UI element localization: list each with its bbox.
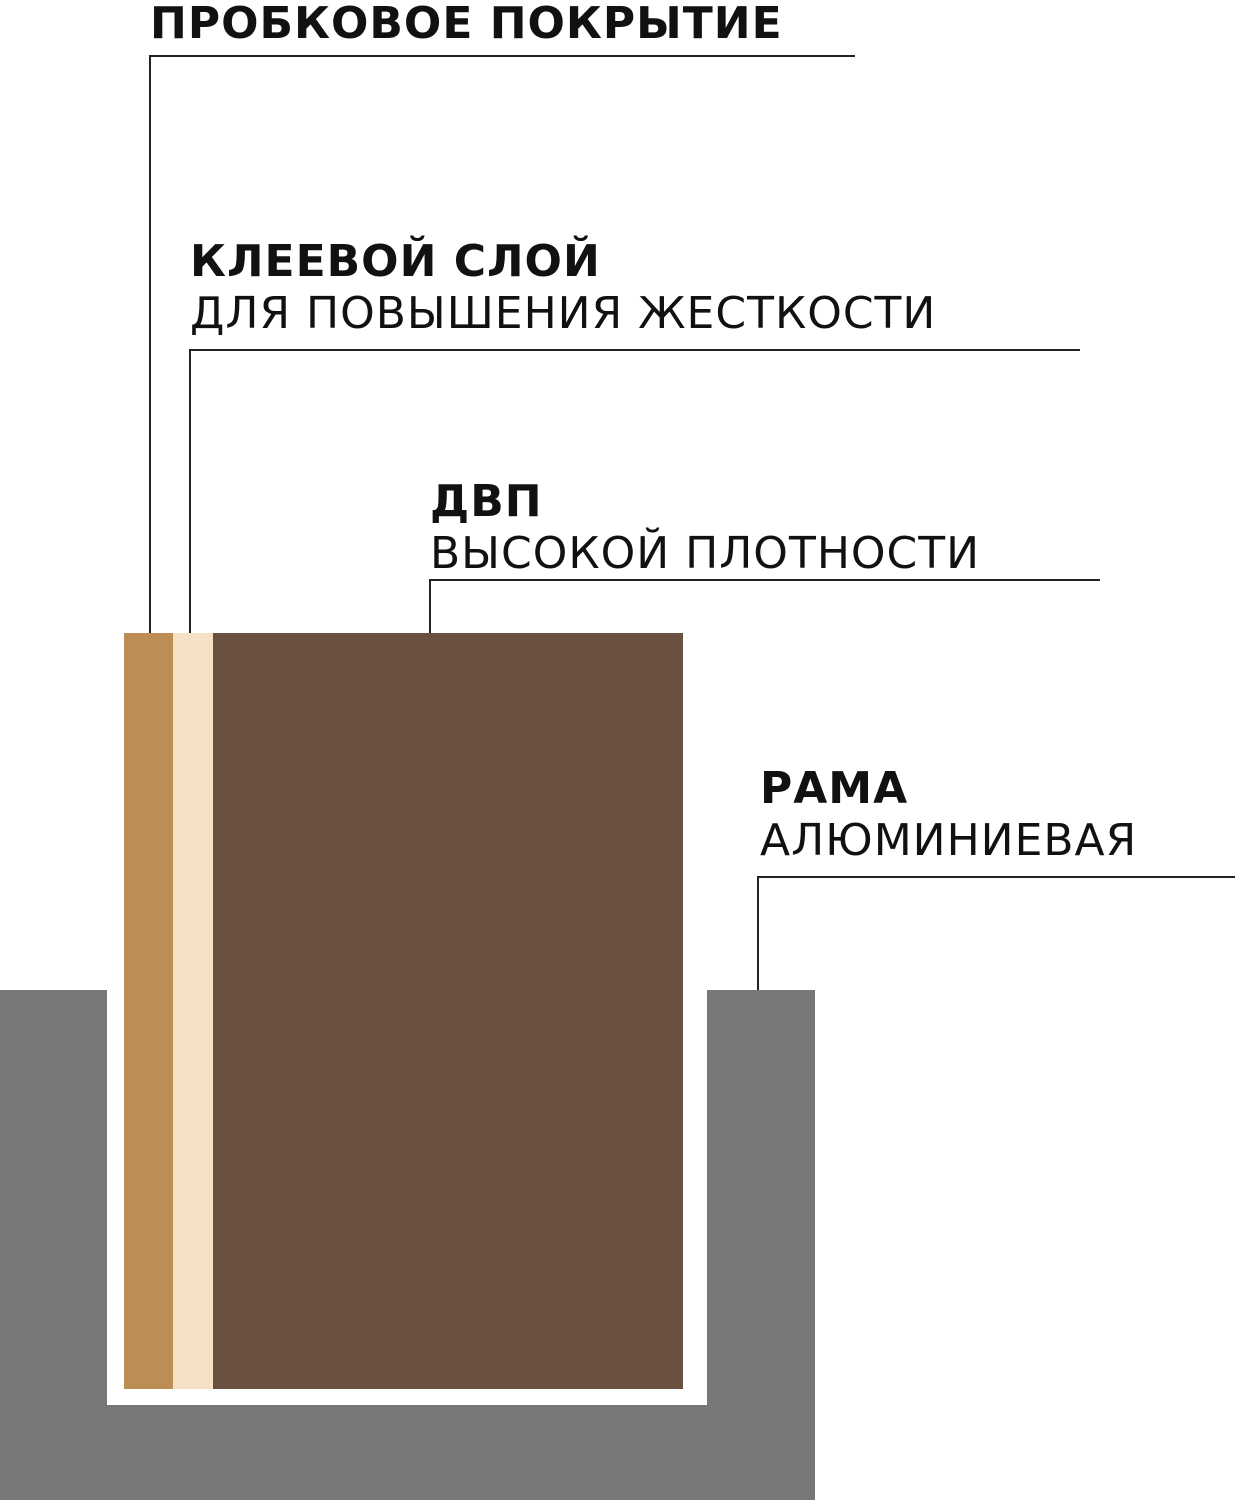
hdf-leader-line — [429, 579, 1100, 633]
hdf-layer — [213, 633, 683, 1389]
aluminium-frame — [0, 990, 815, 1500]
glue-layer — [173, 633, 213, 1389]
hdf-label: ДВП ВЫСОКОЙ ПЛОТНОСТИ — [430, 480, 980, 576]
glue-layer-title: КЛЕЕВОЙ СЛОЙ — [190, 236, 601, 287]
aluminium-frame-label: РАМА АЛЮМИНИЕВАЯ — [760, 767, 1137, 863]
glue-leader-line — [189, 349, 1080, 633]
glue-layer-label: КЛЕЕВОЙ СЛОЙ ДЛЯ ПОВЫШЕНИЯ ЖЕСТКОСТИ — [190, 240, 936, 336]
aluminium-frame-subtitle: АЛЮМИНИЕВАЯ — [760, 815, 1138, 866]
glue-layer-subtitle: ДЛЯ ПОВЫШЕНИЯ ЖЕСТКОСТИ — [190, 288, 937, 339]
cork-coating-label: ПРОБКОВОЕ ПОКРЫТИЕ — [150, 2, 783, 46]
hdf-subtitle: ВЫСОКОЙ ПЛОТНОСТИ — [430, 528, 981, 579]
frame-leader-line — [757, 876, 1235, 990]
cork-coating-title: ПРОБКОВОЕ ПОКРЫТИЕ — [150, 0, 783, 49]
aluminium-frame-title: РАМА — [760, 763, 909, 814]
cork-layer — [124, 633, 173, 1389]
cork-leader-line — [149, 55, 855, 633]
hdf-title: ДВП — [430, 476, 543, 527]
